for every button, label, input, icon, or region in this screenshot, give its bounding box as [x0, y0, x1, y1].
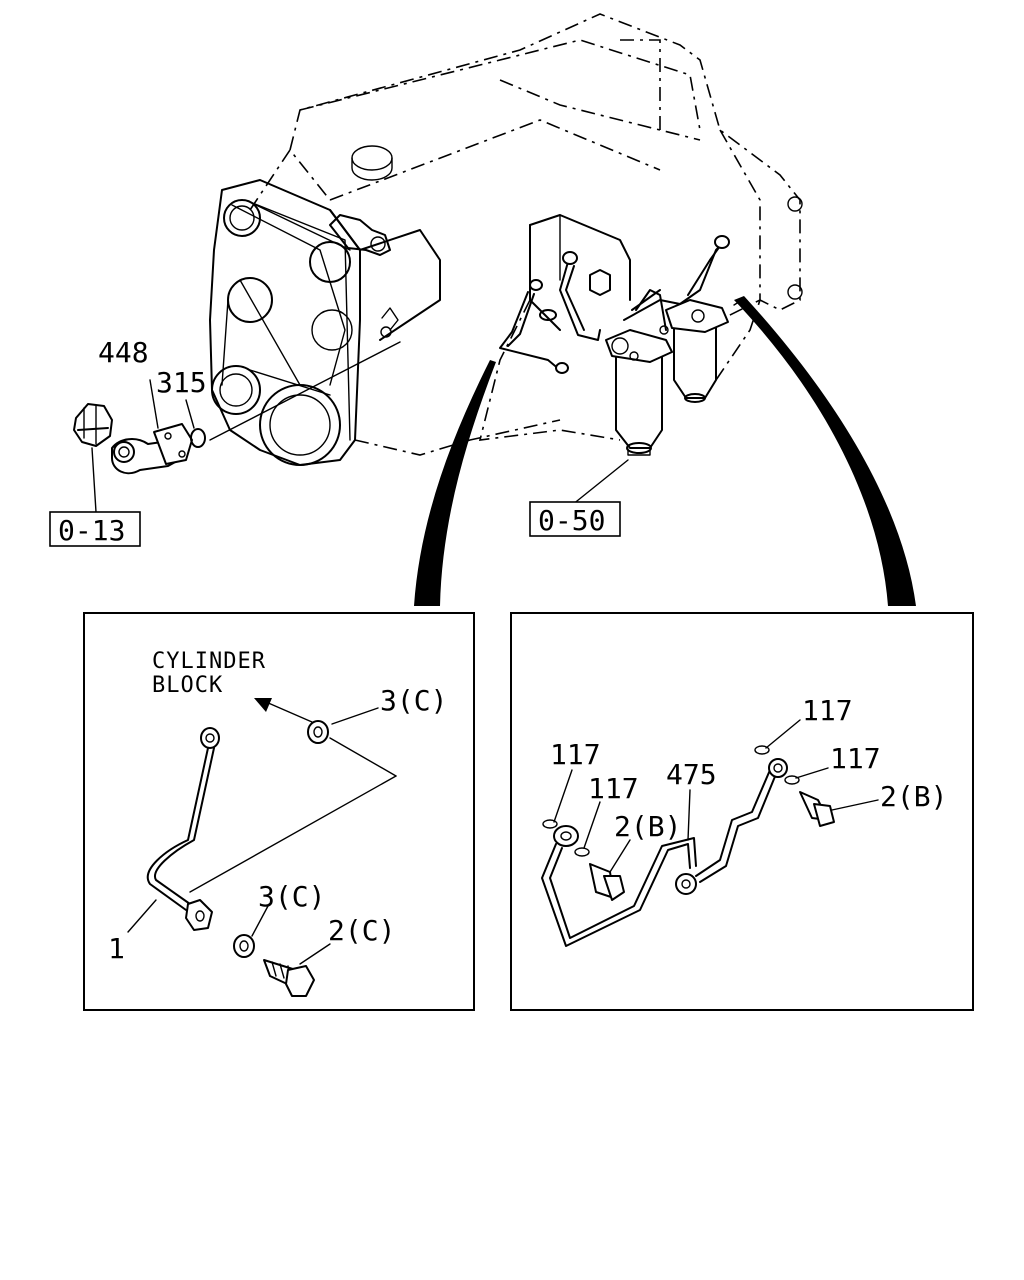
label-part-117-d: 117	[830, 742, 881, 775]
ref-label-0-13[interactable]: 0-13	[58, 514, 125, 547]
label-part-315: 315	[156, 366, 207, 399]
right-detail-panel: 117 117 117 117 475 2(B) 2(B)	[510, 612, 974, 1011]
label-part-475: 475	[666, 758, 717, 791]
label-part-3c-top: 3(C)	[380, 684, 447, 717]
label-part-448: 448	[98, 336, 149, 369]
overview-callouts: 448 315 0-13 0-50	[49, 336, 629, 547]
engine-overview	[209, 13, 803, 466]
note-block: BLOCK	[152, 673, 223, 698]
label-part-2b-right: 2(B)	[880, 780, 947, 813]
detail-leaders	[414, 296, 916, 606]
label-part-117-c: 117	[802, 694, 853, 727]
ref-box-0-50[interactable]	[529, 501, 621, 537]
note-cylinder: CYLINDER	[152, 649, 266, 674]
label-part-1: 1	[108, 932, 125, 965]
ref-box-0-13[interactable]	[49, 511, 141, 547]
label-part-2b-left: 2(B)	[614, 810, 681, 843]
label-part-3c-bottom: 3(C)	[258, 880, 325, 913]
label-part-117-a: 117	[550, 738, 601, 771]
label-part-117-b: 117	[588, 772, 639, 805]
ref-label-0-50[interactable]: 0-50	[538, 504, 605, 537]
left-detail-panel: CYLINDER BLOCK 3(C) 3(C) 2(C) 1	[83, 612, 475, 1011]
label-part-2c: 2(C)	[328, 914, 395, 947]
oil-filler-assembly	[73, 341, 401, 513]
